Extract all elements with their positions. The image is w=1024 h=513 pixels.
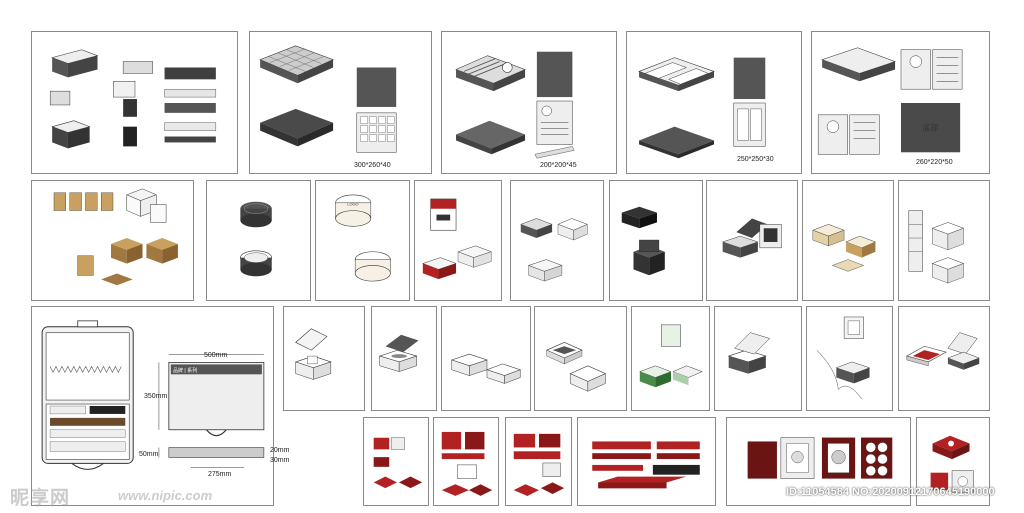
panel-bracelet-box	[371, 306, 437, 411]
size-label-a: 300*260*40	[354, 162, 391, 169]
case-handle: 275mm	[208, 471, 232, 478]
panel-round-box-dark	[206, 180, 311, 301]
panel-ribbon-box	[806, 306, 893, 411]
panel-ring-box-gold	[802, 180, 894, 301]
panel-flip-box-260: 底部 260*220*50	[811, 31, 990, 174]
case-thick2: 30mm	[270, 457, 290, 464]
panel-ring-box-grey	[510, 180, 604, 301]
panel-tray-box-300: 300*260*40	[249, 31, 432, 174]
svg-text:底部: 底部	[923, 123, 939, 133]
case-depth: 350mm	[144, 393, 168, 400]
panel-ring-box-open	[706, 180, 798, 301]
panel-red-set-1	[363, 417, 429, 506]
panel-green-box	[631, 306, 710, 411]
case-label: 品牌 | 系列	[173, 368, 198, 374]
size-label-b: 200*200*45	[540, 162, 577, 169]
watermark-id: ID:11054584 NO:20200912170645190000	[786, 486, 995, 498]
panel-jewelry-case: 品牌 | 系列 500mm 350mm 50mm 20mm 30mm 275mm	[31, 306, 289, 506]
watermark-url: www.nipic.com	[118, 488, 213, 503]
panel-red-coin-set	[726, 417, 911, 506]
panel-jewelry-box-grey	[714, 306, 802, 411]
case-height: 50mm	[139, 451, 159, 458]
panel-wood-frame-box	[31, 180, 194, 301]
panel-gift-box-lid	[534, 306, 627, 411]
size-label-d: 260*220*50	[916, 159, 953, 166]
panel-watch-box-set	[31, 31, 238, 174]
panel-red-set-3	[505, 417, 572, 506]
case-width: 500mm	[204, 352, 228, 359]
panel-gift-box-white	[441, 306, 531, 411]
panel-red-set-2	[433, 417, 499, 506]
panel-book-box-200: 200*200*45	[441, 31, 617, 174]
panel-tray-box-red	[898, 306, 990, 411]
panel-round-box-cream: LOGO	[315, 180, 410, 301]
panel-red-long-box	[577, 417, 716, 506]
size-label-c: 250*250*30	[737, 156, 774, 163]
panel-red-square-box	[916, 417, 990, 506]
panel-red-box	[414, 180, 502, 301]
watermark-brand: 昵享网	[10, 487, 71, 509]
panel-pendant-box	[283, 306, 365, 411]
panel-book-box-250: 250*250*30	[626, 31, 802, 174]
svg-text:LOGO: LOGO	[347, 202, 358, 207]
panel-ring-box-black	[609, 180, 703, 301]
box-illustration-1	[51, 49, 99, 78]
panel-cube-drawer-box	[898, 180, 990, 301]
case-thick1: 20mm	[270, 447, 290, 454]
